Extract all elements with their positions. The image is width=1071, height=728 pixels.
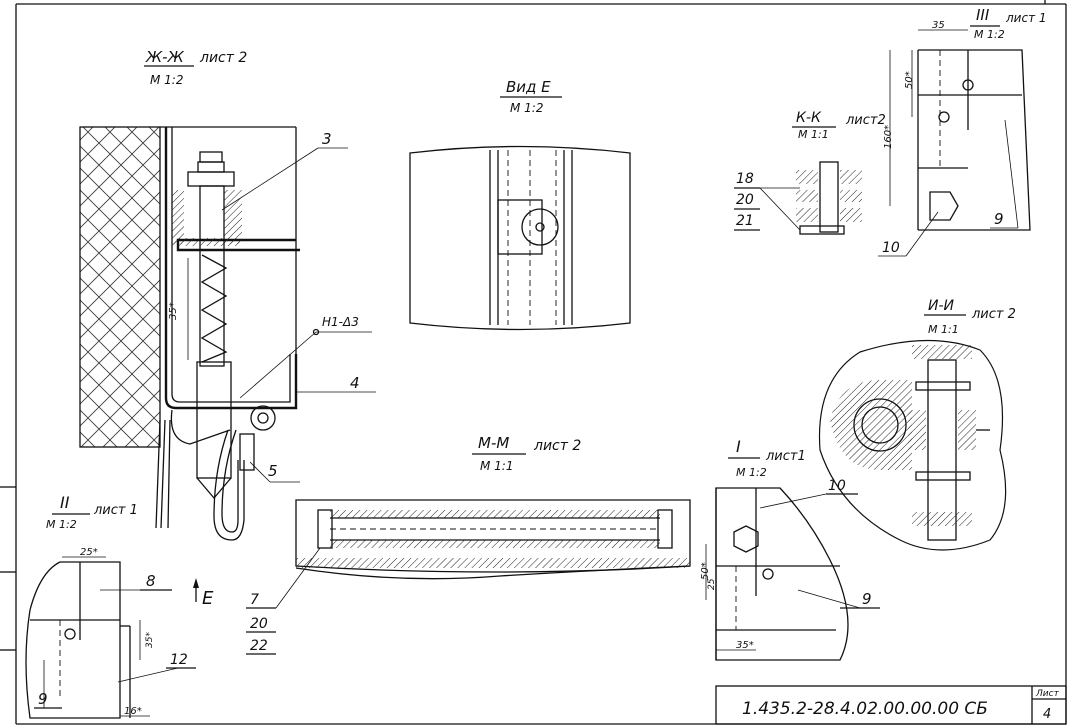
view-zh-name: Ж-Ж <box>145 48 185 66</box>
view-isec-sheet: лист 2 <box>971 307 1016 322</box>
view-iii-name: III <box>976 6 990 24</box>
view-zh-sheet: лист 2 <box>199 50 247 66</box>
pos-12: 12 <box>170 652 188 668</box>
view-m-sheet: лист 2 <box>533 438 581 454</box>
pos-20-m: 20 <box>250 616 268 632</box>
insulation-panel <box>80 127 160 447</box>
pos-5: 5 <box>268 462 278 480</box>
view-ii: II лист 1 М 1:2 25* 35* 16* 8 12 9 <box>25 493 196 719</box>
pos-9-left: 9 <box>38 690 48 708</box>
pos-9-mid: 9 <box>862 590 872 608</box>
view-k-sheet: лист2 <box>845 113 886 128</box>
view-ii-name: II <box>60 493 70 512</box>
pos-8: 8 <box>146 572 156 590</box>
view-ii-sheet: лист 1 <box>93 503 138 518</box>
title-block: 1.435.2-28.4.02.00.00.00 СБ Лист 4 <box>715 685 1067 725</box>
view-isec-scale: М 1:1 <box>928 323 959 336</box>
dim-ii-35: 35* <box>145 632 155 648</box>
dim-i-25: 25 <box>707 578 717 590</box>
pos-20-k: 20 <box>736 192 754 208</box>
view-zh-scale: М 1:2 <box>150 73 183 87</box>
view-m-name: М-М <box>478 434 509 452</box>
view-iii-scale: М 1:2 <box>974 28 1005 41</box>
dim-i-50: 50* <box>700 562 711 580</box>
dim-ii-25: 25* <box>80 547 98 558</box>
view-i: I лист1 М 1:2 10 9 50* 25 35* <box>700 437 880 661</box>
view-i-sec: И-И лист 2 М 1:1 <box>818 298 1016 551</box>
view-isec-name: И-И <box>928 298 955 314</box>
pos-7: 7 <box>250 592 259 608</box>
doc-number: 1.435.2-28.4.02.00.00.00 СБ <box>742 699 988 719</box>
pos-9-top: 9 <box>994 210 1004 228</box>
pos-4: 4 <box>350 374 360 392</box>
view-e-name: Вид Е <box>506 78 551 96</box>
dim-iii-35: 35 <box>932 20 945 31</box>
weld-note: Н1-Δ3 <box>322 315 359 329</box>
dim-iii-160: 160* <box>883 125 894 149</box>
view-m: М-М лист 2 М 1:1 7 20 22 <box>246 434 691 655</box>
pos-10-mid: 10 <box>828 478 846 494</box>
sheet-number: 4 <box>1043 707 1051 722</box>
pos-3: 3 <box>322 130 332 148</box>
view-e: Вид Е М 1:2 <box>409 78 631 331</box>
dim-spring: 35* <box>168 302 179 320</box>
view-k-name: К-К <box>796 110 822 126</box>
view-k: К-К лист2 М 1:1 18 20 21 <box>734 110 886 235</box>
view-e-scale: М 1:2 <box>510 101 543 115</box>
pos-10-top: 10 <box>882 240 900 256</box>
view-i-sheet: лист1 <box>765 449 806 464</box>
view-i-scale: М 1:2 <box>736 466 767 479</box>
view-arrow-e: E <box>193 578 214 609</box>
dim-ii-16: 16* <box>124 706 142 717</box>
dim-i-35: 35* <box>736 640 754 651</box>
view-k-scale: М 1:1 <box>798 128 829 141</box>
sheet-label: Лист <box>1035 689 1060 699</box>
view-iii-sheet: лист 1 <box>1005 11 1047 25</box>
view-iii: III лист 1 М 1:2 35 50* 160* 9 10 <box>878 6 1047 257</box>
view-ii-scale: М 1:2 <box>46 518 77 531</box>
pos-18: 18 <box>736 171 754 187</box>
dim-iii-50: 50* <box>904 71 915 89</box>
view-zh: Ж-Ж лист 2 М 1:2 35* 3 <box>79 48 376 541</box>
pos-21: 21 <box>736 213 754 229</box>
view-arrow-letter: E <box>202 588 214 609</box>
view-i-name: I <box>736 437 741 456</box>
view-m-scale: М 1:1 <box>480 459 513 473</box>
pos-22: 22 <box>250 638 268 654</box>
